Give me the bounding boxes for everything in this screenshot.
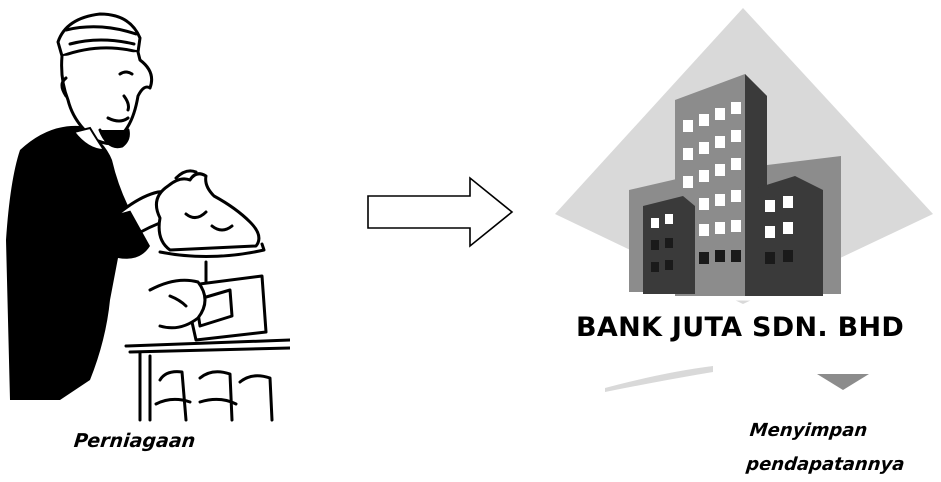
right-arrow-icon — [366, 176, 516, 248]
merchant-illustration — [0, 0, 290, 430]
bank-caption-line-2: pendapatannya — [744, 448, 938, 482]
bank-caption: Menyimpan pendapatannya — [744, 414, 941, 482]
bank-caption-line-1: Menyimpan — [748, 414, 941, 448]
merchant-caption: Perniagaan — [73, 430, 197, 452]
bank-name-label: BANK JUTA SDN. BHD — [576, 312, 904, 343]
